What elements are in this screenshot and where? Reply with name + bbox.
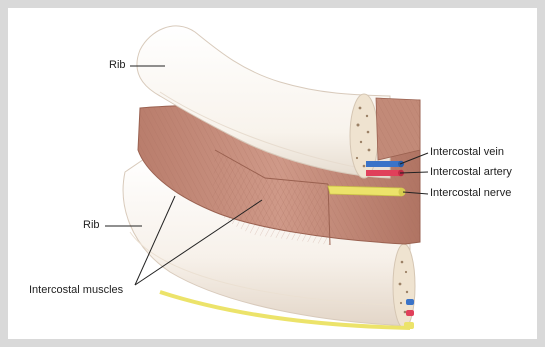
intercostal-artery: [366, 170, 400, 176]
label-rib-top: Rib: [109, 59, 126, 72]
label-intercostal-artery: Intercostal artery: [430, 166, 512, 179]
lower-intercostal-artery: [406, 310, 414, 316]
label-intercostal-nerve: Intercostal nerve: [430, 187, 511, 200]
intercostal-nerve-segment: [328, 186, 402, 196]
lower-intercostal-nerve-end: [404, 322, 414, 329]
label-intercostal-vein: Intercostal vein: [430, 146, 504, 159]
label-intercostal-muscles: Intercostal muscles: [29, 284, 123, 297]
lower-intercostal-vein: [406, 299, 414, 305]
label-rib-left: Rib: [83, 219, 100, 232]
intercostal-vein: [366, 161, 400, 167]
